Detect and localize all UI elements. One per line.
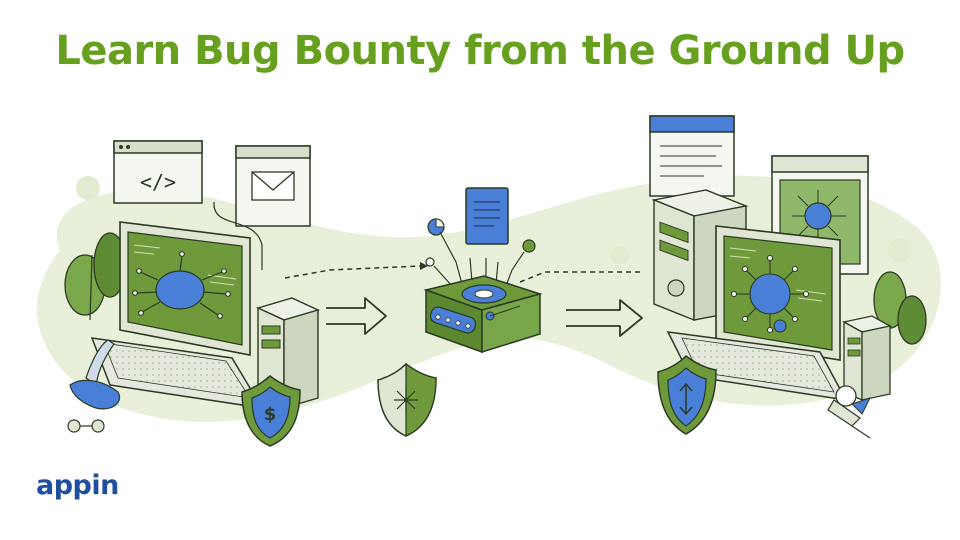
code-window-icon: </> <box>113 140 203 204</box>
svg-text:$: $ <box>264 404 277 425</box>
mail-window-icon <box>235 145 311 227</box>
server-box-icon <box>423 275 543 354</box>
document-icon <box>465 187 509 245</box>
monitor-left <box>119 221 251 356</box>
pc-tower-small-right <box>842 315 892 402</box>
arrow-right-icon <box>326 297 387 335</box>
virus-icon <box>730 254 810 334</box>
shield-icon <box>657 355 717 435</box>
arrow-right-icon <box>566 299 643 337</box>
hand-icon <box>67 339 121 433</box>
magnifier-icon <box>827 385 871 439</box>
monitor-right <box>715 225 841 361</box>
page-title: Learn Bug Bounty from the Ground Up <box>55 28 905 74</box>
shield-icon: $ <box>241 375 301 447</box>
browser-window-icon <box>649 115 735 197</box>
logo-text: appin <box>36 470 119 501</box>
plant-left-icon <box>64 232 127 321</box>
plant-right-icon <box>873 271 927 345</box>
shield-icon <box>377 362 437 437</box>
bug-icon <box>132 251 231 319</box>
virus-window-icon <box>771 155 869 275</box>
svg-text:</>: </> <box>140 170 176 194</box>
appin-logo: appin <box>36 470 119 501</box>
